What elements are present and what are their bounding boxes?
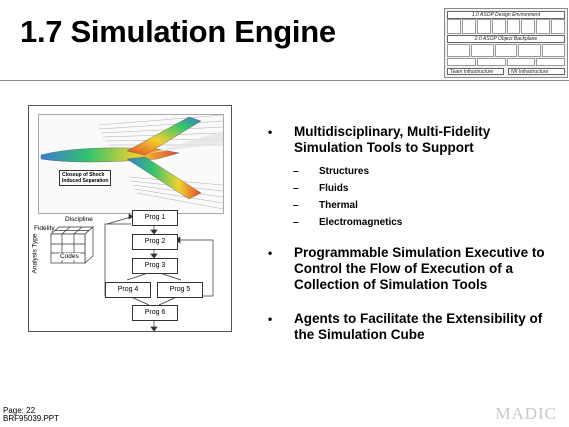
prog-1-box: Prog 1 xyxy=(132,210,178,226)
shock-callout: Closeup of Shock Induced Separation xyxy=(59,170,112,186)
bullet-dot: • xyxy=(268,312,273,326)
bullet-dot: • xyxy=(268,246,273,260)
prog-6-box: Prog 6 xyxy=(132,305,178,321)
codes-label: Codes xyxy=(59,253,80,260)
arch-footer: Team Infrastructure NII Infrastructure xyxy=(447,68,565,75)
bullet-item: • Programmable Simulation Executive to C… xyxy=(268,245,545,292)
shock-simulation-graphic xyxy=(40,115,223,210)
madic-logo: MADIC xyxy=(495,404,557,423)
sub-bullet-item: –Structures xyxy=(293,166,370,177)
sub-bullet-item: –Thermal xyxy=(293,200,358,211)
sub-bullet-item: –Fluids xyxy=(293,183,349,194)
bullet-item: • Multidisciplinary, Multi-Fidelity Simu… xyxy=(268,124,491,155)
prog-5-box: Prog 5 xyxy=(157,282,203,298)
prog-4-box: Prog 4 xyxy=(105,282,151,298)
page-title: 1.7 Simulation Engine xyxy=(20,14,336,49)
discipline-label: Discipline xyxy=(65,216,93,223)
page-number: Page: 22 xyxy=(3,406,36,415)
file-name: BRF95039.PPT xyxy=(3,414,60,423)
simulation-figure: Closeup of Shock Induced Separation xyxy=(28,105,232,332)
analysis-type-label: Analysis Type xyxy=(31,233,39,274)
bullet-item: • Agents to Facilitate the Extensibility… xyxy=(268,311,543,342)
arch-service-row xyxy=(447,44,565,57)
arch-tool-row xyxy=(447,19,565,34)
bullet-list: • Multidisciplinary, Multi-Fidelity Simu… xyxy=(268,124,558,353)
bullet-dot: • xyxy=(268,125,273,139)
architecture-thumbnail: 1.0 ASOP Design Environment 2.0 ASOP Obj… xyxy=(444,8,568,78)
arch-header: 1.0 ASOP Design Environment xyxy=(447,11,565,19)
title-divider xyxy=(0,80,569,81)
slide-footer: Page: 22 BRF95039.PPT xyxy=(3,407,59,423)
arch-backplane: 2.0 ASOP Object Backplane xyxy=(447,35,565,43)
aircraft-simulation-image: Closeup of Shock Induced Separation xyxy=(38,114,224,214)
sub-bullet-item: –Electromagnetics xyxy=(293,217,403,228)
prog-3-box: Prog 3 xyxy=(132,258,178,274)
arch-infra-row xyxy=(447,58,565,66)
team-infrastructure-label: Team Infrastructure xyxy=(447,68,504,75)
prog-2-box: Prog 2 xyxy=(132,234,178,250)
fidelity-label: Fidelity xyxy=(34,225,55,232)
nii-infrastructure-label: NII Infrastructure xyxy=(508,68,565,75)
